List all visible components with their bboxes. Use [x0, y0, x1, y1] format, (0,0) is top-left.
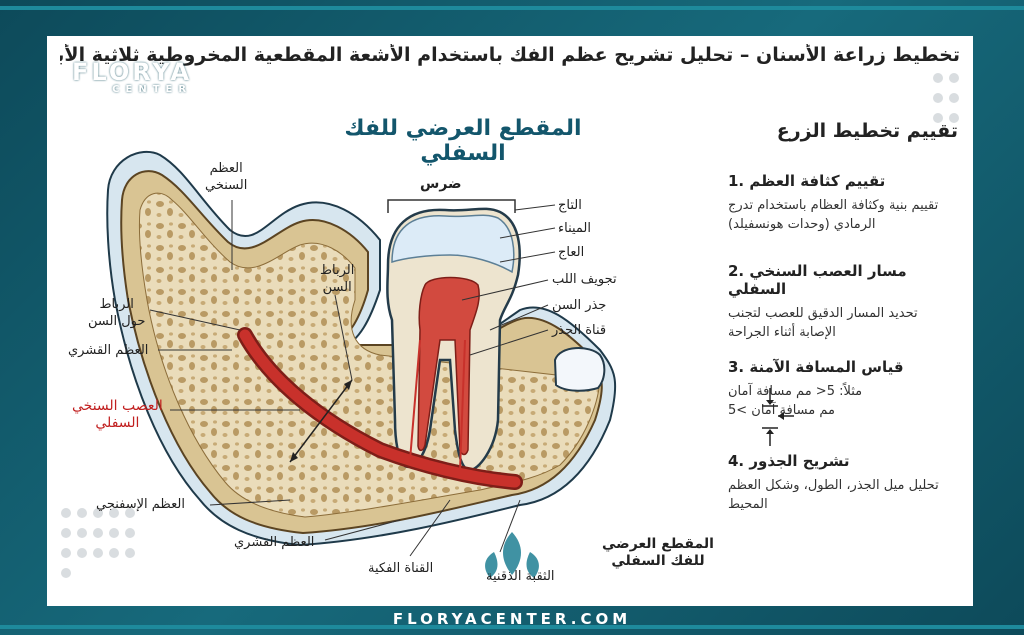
- page-title: تخطيط زراعة الأسنان – تحليل تشريح عظم ال…: [60, 44, 960, 66]
- label-tooth: ضرس: [420, 176, 462, 192]
- label-mental-foramen: الثقبة الذقنية: [486, 569, 555, 584]
- diagram-title: المقطع العرضي للفك السفلي: [344, 116, 582, 166]
- logo-name: FLORYA: [72, 58, 193, 86]
- website-url: FLORYACENTER.COM: [392, 610, 632, 628]
- panel-item-nerve-path: 2. مسار العصب السنخي السفلي تحديد المسار…: [728, 262, 918, 340]
- label-cortical-bone-bottom: العظم القشري: [234, 535, 315, 550]
- label-enamel: الميناء: [558, 221, 592, 236]
- decor-dots-left: [58, 505, 138, 585]
- label-cortical-bone-top: العظم القشري: [68, 343, 149, 358]
- panel-item-bone-density: 1. تقييم كثافة العظم تقييم بنية وكثافة ا…: [728, 172, 939, 232]
- bottom-stripe: [0, 625, 1024, 629]
- label-pulp-cavity: تجويف اللب: [552, 272, 617, 287]
- decor-dots-right: [930, 70, 970, 130]
- tooth-enamel: [391, 214, 515, 274]
- logo-sub: CENTER: [112, 84, 193, 95]
- tooth-bracket: [387, 199, 516, 213]
- distance-arrow: [289, 379, 353, 463]
- top-stripe: [0, 6, 1024, 10]
- brand-logo: FLORYA CENTER: [72, 58, 192, 95]
- leader-lines: [149, 200, 556, 557]
- label-crown: التاج: [558, 198, 582, 213]
- label-dentin: العاج: [558, 245, 585, 260]
- distance-marker-icon: [762, 388, 794, 446]
- planning-panel: تقييم تخطيط الزرع: [728, 120, 958, 160]
- adjacent-molar: [553, 347, 606, 392]
- label-mandibular-canal: القناة الفكية: [368, 561, 434, 576]
- panel-heading: تقييم تخطيط الزرع: [776, 120, 958, 142]
- leaf-logo-icon: [485, 532, 539, 578]
- pulp-cavity: [417, 276, 480, 456]
- panel-item-root-anatomy: 4. تشريح الجذور تحليل ميل الجذر، الطول، …: [728, 452, 939, 512]
- label-root-canal: قناة الجذر: [552, 323, 607, 338]
- label-cancellous-bone: العظم الإسفنجي: [96, 497, 185, 512]
- label-tooth-root: جذر السن: [552, 298, 607, 313]
